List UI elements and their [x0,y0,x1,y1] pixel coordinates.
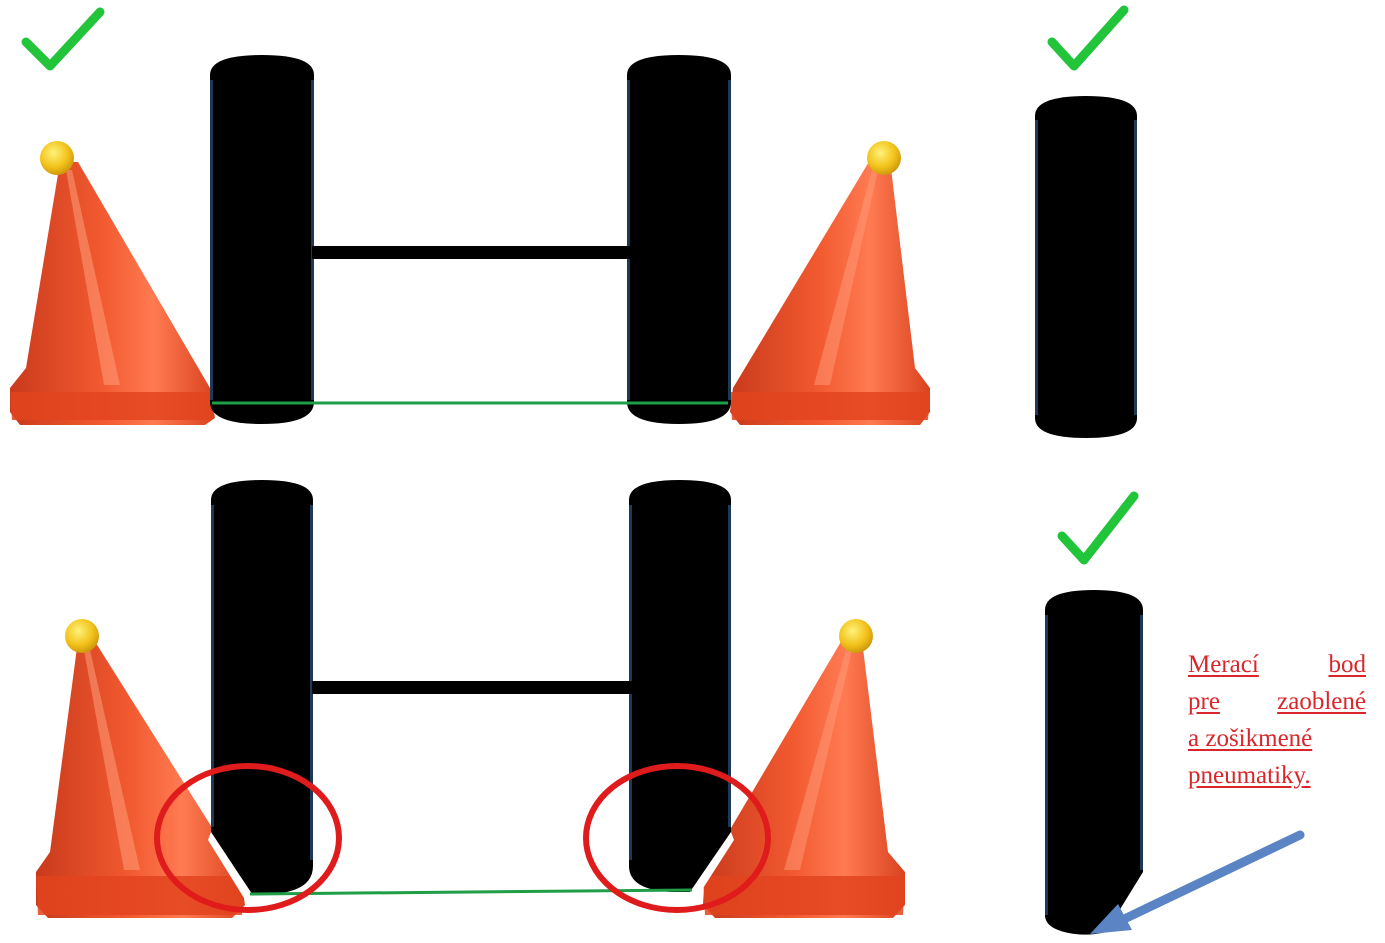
traffic-cone [703,619,905,918]
cone-ball [40,141,74,175]
cone-ball [839,619,873,653]
tire [210,55,314,424]
axle [312,246,630,259]
traffic-cone [36,619,245,918]
check-icon [1047,5,1129,71]
side-tire-top [1035,5,1137,438]
side-tire-bottom [1045,491,1143,935]
measure-line [249,888,693,896]
highlight-circle [154,763,342,913]
cone-ball [65,619,99,653]
bottom-assembly [36,480,905,918]
note-line-4: pneumatiky. [1188,762,1311,789]
highlight-circle [583,763,771,913]
tire [208,480,313,898]
tire [629,480,734,896]
arrow [1090,830,1305,934]
cone-ball [867,141,901,175]
traffic-cone [730,141,930,425]
check-icon [1057,491,1139,565]
top-assembly [10,7,930,425]
axle [312,681,632,694]
traffic-cone [10,141,215,425]
note-line-3: a zošikmené [1188,725,1313,752]
check-icon [21,7,105,71]
tire [627,55,731,424]
